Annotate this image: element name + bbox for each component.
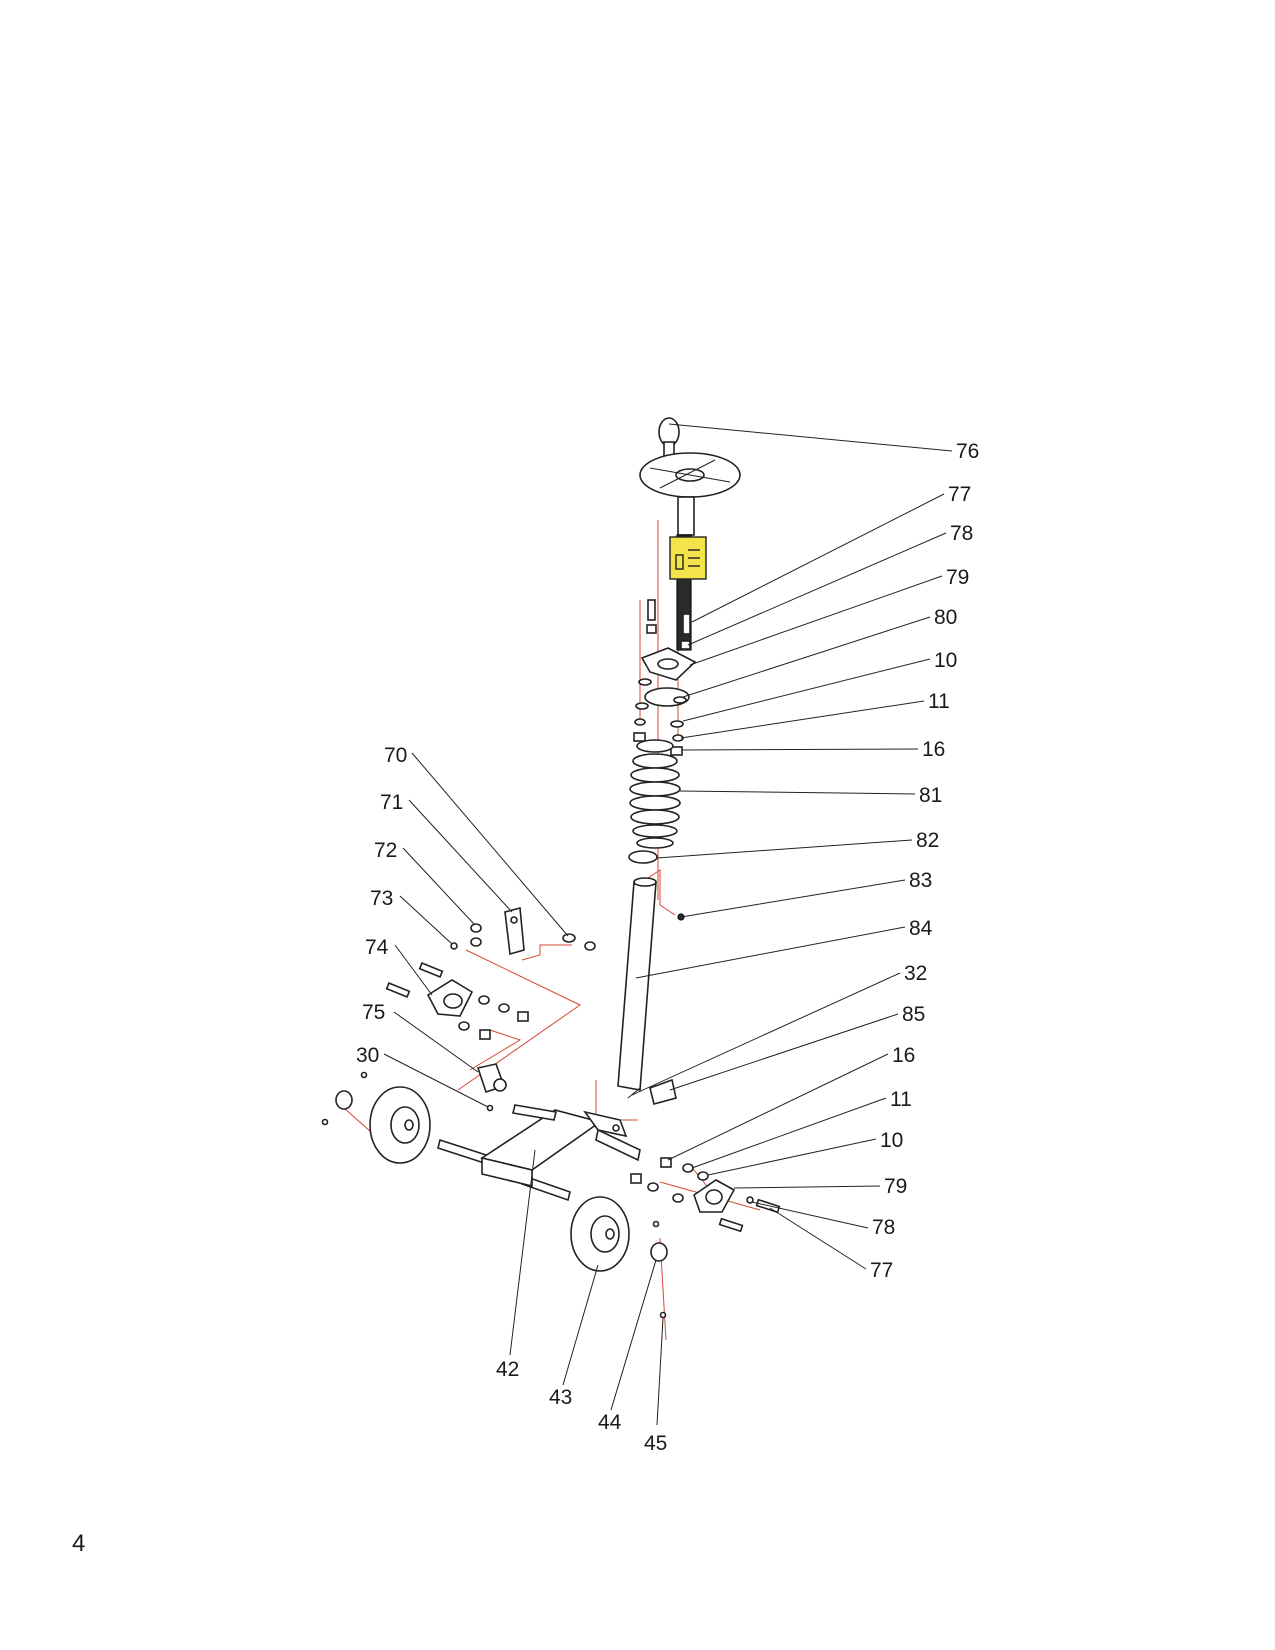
grease-nipple-right-bottom: [659, 1311, 667, 1319]
callout-79-lower: 79: [884, 1175, 907, 1198]
page-number: 4: [72, 1530, 86, 1557]
bearing-flange-upper-bore: [657, 658, 679, 670]
callout-30: 30: [356, 1044, 379, 1067]
washer-right-11: [682, 1163, 694, 1173]
bolt-left-2: [385, 982, 411, 998]
bolt-left-1: [418, 962, 444, 978]
callout-76: 76: [956, 440, 979, 463]
callout-labels: 76 77 78 79 80 10 11 16 81 82 83 84 32 8…: [356, 440, 979, 1455]
frame-arm-right: [595, 1128, 641, 1162]
grease-nipple-right-top: [652, 1220, 660, 1228]
callout-10: 10: [934, 649, 957, 672]
clamp-ring: [628, 850, 658, 864]
callout-70: 70: [384, 744, 407, 767]
callout-85: 85: [902, 1003, 925, 1026]
washer-right-2: [670, 720, 684, 728]
washer-right-10: [697, 1171, 709, 1181]
callout-84: 84: [909, 917, 933, 940]
callout-44: 44: [598, 1411, 622, 1434]
assembly-reference-lines: [343, 520, 761, 1341]
bolt-upper-right: [682, 613, 691, 635]
washer-left-a: [478, 995, 490, 1005]
nut-right-16: [660, 1157, 672, 1168]
washer-left-2: [635, 702, 649, 710]
frame-arm-left: [512, 1104, 557, 1121]
callout-32: 32: [904, 962, 927, 985]
bushing-70: [562, 933, 576, 943]
callout-42: 42: [496, 1358, 519, 1381]
washer-left-1: [638, 678, 652, 686]
callout-16: 16: [922, 738, 945, 761]
bushing-72b: [470, 937, 482, 947]
callout-80: 80: [934, 606, 957, 629]
document-label-icon: [669, 536, 707, 580]
washer-right-1: [673, 696, 687, 704]
callout-74: 74: [365, 936, 389, 959]
washer-70: [584, 941, 596, 951]
callout-79: 79: [946, 566, 969, 589]
callout-71: 71: [380, 791, 403, 814]
callout-11-lower: 11: [890, 1088, 912, 1111]
callout-77: 77: [948, 483, 971, 506]
washer-right-lower-a: [647, 1182, 659, 1192]
cotter-pin: [627, 1087, 641, 1099]
column-tube-top: [633, 877, 657, 887]
washer-left-3: [634, 718, 646, 726]
leader-lines: [383, 423, 953, 1426]
nut-right-lower: [630, 1173, 642, 1184]
callout-73: 73: [370, 887, 393, 910]
nut-left-b: [479, 1029, 491, 1040]
bearing-flange-left-bore: [443, 993, 463, 1009]
washer-73: [450, 942, 458, 950]
frame-tab-hole: [612, 1124, 620, 1132]
wheel-left-axle: [404, 1119, 414, 1131]
callout-81: 81: [919, 784, 942, 807]
grease-nipple-left-top: [360, 1071, 368, 1079]
bolt-right-77b: [718, 1217, 744, 1233]
wheel-right-axle: [605, 1228, 615, 1240]
parts: [321, 417, 781, 1319]
grease-nipple-left-bottom: [321, 1118, 329, 1126]
washer-left-c: [458, 1021, 470, 1031]
bushing-72a: [470, 923, 482, 933]
nut-left-a: [517, 1011, 529, 1022]
callout-78: 78: [950, 522, 973, 545]
plate-hole: [510, 916, 518, 924]
nut-left: [633, 732, 646, 742]
bearing-right: [650, 1242, 668, 1262]
rubber-bellows: [629, 739, 681, 849]
bearing-flange-right-bore: [705, 1189, 723, 1205]
set-screw-30: [486, 1104, 494, 1112]
clevis-pin: [649, 1078, 677, 1105]
callout-78-lower: 78: [872, 1216, 895, 1239]
callout-72: 72: [374, 839, 397, 862]
front-frame-side: [481, 1156, 533, 1188]
callout-11: 11: [928, 690, 950, 713]
callout-77-lower: 77: [870, 1259, 893, 1282]
wheel-right-hub: [590, 1215, 620, 1253]
nut-78: [746, 1196, 754, 1204]
callout-82: 82: [916, 829, 939, 852]
ujoint-collar: [493, 1078, 507, 1092]
nut-right: [670, 746, 683, 756]
callout-45: 45: [644, 1432, 667, 1455]
callout-83: 83: [909, 869, 932, 892]
washer-left-b: [498, 1003, 510, 1013]
nut-upper-right: [680, 640, 691, 650]
bearing-left: [335, 1090, 353, 1110]
steering-shaft-upper: [677, 496, 695, 536]
front-frame: [480, 1109, 602, 1171]
steering-column-tube: [617, 881, 657, 1091]
callout-75: 75: [362, 1001, 385, 1024]
washer-right-lower-b: [672, 1193, 684, 1203]
callout-43: 43: [549, 1386, 572, 1409]
steering-arm-plate: [504, 906, 525, 956]
callout-16-lower: 16: [892, 1044, 915, 1067]
nut-upper-left: [646, 624, 657, 634]
callout-10-lower: 10: [880, 1129, 903, 1152]
bolt-upper-left: [647, 599, 656, 621]
